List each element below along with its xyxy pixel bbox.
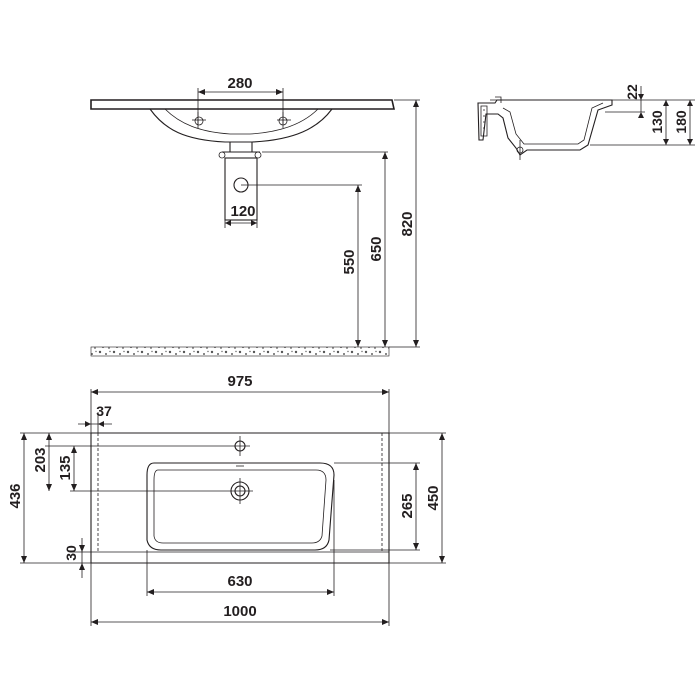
dim-180-label: 180 <box>673 110 689 134</box>
dim-265: 265 <box>399 463 419 550</box>
dim-975-label: 975 <box>227 373 252 390</box>
top-bowl-inner <box>153 469 327 544</box>
dim-630: 630 <box>146 480 335 596</box>
dim-135: 135 <box>57 446 77 491</box>
side-overflow <box>490 96 503 103</box>
dim-130-label: 130 <box>649 110 665 134</box>
dim-550-label: 550 <box>341 249 358 274</box>
siphon-body <box>224 157 258 221</box>
floor-hatch <box>90 346 390 357</box>
dim-135-label: 135 <box>57 455 74 480</box>
dim-820-label: 820 <box>399 211 416 236</box>
side-profile-outer <box>477 99 613 156</box>
dim-22: 22 <box>624 84 644 118</box>
dim-650-label: 650 <box>368 236 385 261</box>
dim-1000: 1000 <box>90 563 390 626</box>
dim-280: 280 <box>197 75 284 124</box>
dim-180: 180 <box>673 100 693 145</box>
dim-30-label: 30 <box>63 545 79 561</box>
dim-1000-label: 1000 <box>223 603 256 620</box>
side-view: 22 130 180 <box>477 84 695 160</box>
basin-rim-outline <box>90 99 395 110</box>
dim-550: 550 <box>341 185 361 347</box>
dim-120: 120 <box>224 203 258 228</box>
tap-hole-right <box>277 112 291 128</box>
dim-203: 203 <box>32 433 52 491</box>
dim-30: 30 <box>63 538 85 578</box>
top-bowl-outline <box>146 462 335 551</box>
dim-130: 130 <box>649 100 669 145</box>
dim-450-label: 450 <box>425 485 442 510</box>
dim-650: 650 <box>368 152 388 347</box>
dim-436-label: 436 <box>7 483 24 508</box>
dim-203-label: 203 <box>32 447 49 472</box>
dim-22-label: 22 <box>624 84 640 100</box>
dim-975: 975 <box>90 373 390 433</box>
drain-nut-left <box>218 151 226 159</box>
drain-neck <box>222 142 260 153</box>
front-view: 280 120 550 650 820 <box>90 75 420 357</box>
drain-nut-right <box>254 151 262 159</box>
dim-265-label: 265 <box>399 493 416 518</box>
dim-820: 820 <box>399 100 419 347</box>
dim-280-label: 280 <box>227 75 252 92</box>
side-wall-bracket <box>480 105 488 137</box>
dim-120-label: 120 <box>230 203 255 220</box>
dim-436: 436 <box>7 433 27 563</box>
dim-450: 450 <box>425 433 445 563</box>
tap-hole-left <box>192 112 206 128</box>
top-view: 975 37 630 1000 <box>7 373 446 626</box>
basin-bowl-inner-line <box>164 108 319 135</box>
dim-37: 37 <box>78 403 112 433</box>
dim-630-label: 630 <box>227 573 252 590</box>
side-profile-inner <box>502 102 604 145</box>
basin-bowl-outline <box>149 108 333 143</box>
dim-37-label: 37 <box>96 403 112 419</box>
